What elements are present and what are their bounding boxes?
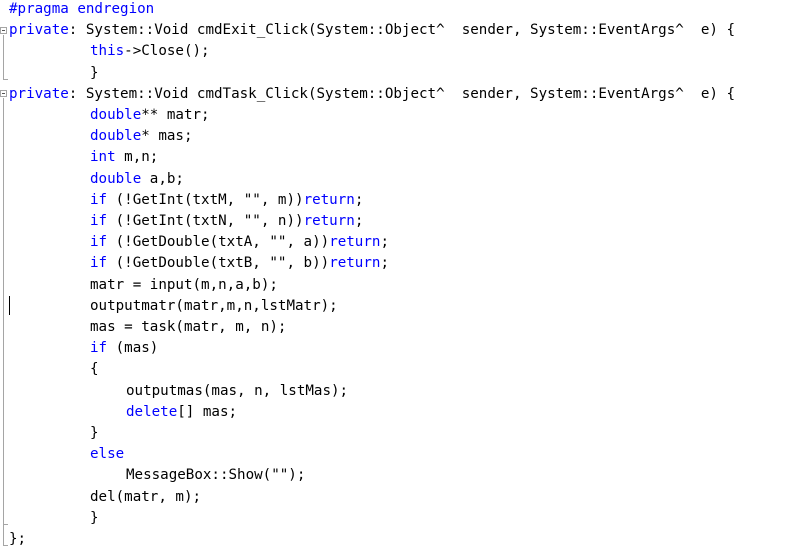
code-token: ; [380, 234, 389, 251]
code-token: } [90, 425, 99, 441]
outline-end-tick [3, 79, 8, 80]
code-token: m,n; [115, 149, 159, 166]
collapse-icon[interactable] [0, 90, 7, 97]
code-token: a,b; [141, 170, 184, 187]
outline-end-tick [3, 545, 8, 546]
code-token: ->Close(); [124, 43, 210, 60]
code-token: del(matr, m); [90, 488, 202, 505]
keyword-token: double [90, 170, 142, 187]
code-token: (!GetInt(txtM, "", m)) [107, 191, 304, 208]
keyword-token: double [90, 128, 142, 145]
text-caret [9, 296, 10, 315]
code-line[interactable]: double** matr; [90, 105, 210, 126]
code-line[interactable]: this->Close(); [90, 41, 210, 62]
code-line[interactable]: private: System::Void cmdExit_Click(Syst… [9, 20, 735, 41]
keyword-token: if [90, 340, 108, 357]
keyword-token: private [9, 85, 69, 102]
code-token: outputmatr(matr,m,n,lstMatr); [90, 297, 338, 314]
code-line[interactable]: matr = input(m,n,a,b); [90, 275, 278, 296]
code-token: : System::Void cmdExit_Click(System::Obj… [68, 22, 736, 39]
code-token: { [90, 361, 99, 378]
code-token: mas = task(matr, m, n); [90, 319, 287, 335]
code-line[interactable]: outputmatr(matr,m,n,lstMatr); [90, 296, 338, 317]
keyword-token: int [90, 149, 116, 166]
keyword-token: return [329, 255, 381, 272]
keyword-token: if [90, 213, 108, 229]
keyword-token: return [303, 191, 355, 208]
code-token: : System::Void cmdTask_Click(System::Obj… [68, 85, 736, 102]
code-line[interactable]: { [90, 359, 99, 380]
code-token: MessageBox::Show(""); [126, 467, 306, 484]
code-token: } [90, 64, 99, 81]
outline-end-tick [3, 524, 8, 525]
code-line[interactable]: if (!GetDouble(txtB, "", b))return; [90, 253, 389, 274]
keyword-token: if [90, 191, 108, 208]
code-line[interactable]: if (!GetDouble(txtA, "", a))return; [90, 232, 389, 253]
code-token: (!GetDouble(txtB, "", b)) [107, 255, 330, 272]
code-token: ; [380, 255, 389, 272]
code-line[interactable]: } [90, 63, 99, 84]
code-token: (mas) [107, 340, 159, 357]
keyword-token: this [90, 43, 125, 60]
code-line[interactable]: double* mas; [90, 126, 193, 147]
code-line[interactable]: if (!GetInt(txtN, "", n))return; [90, 211, 363, 232]
keyword-token: if [90, 234, 108, 251]
code-token: ** matr; [141, 107, 210, 123]
code-line[interactable]: }; [9, 529, 26, 550]
code-token: outputmas(mas, n, lstMas); [126, 382, 349, 399]
code-line[interactable]: private: System::Void cmdTask_Click(Syst… [9, 84, 735, 105]
code-token: matr = input(m,n,a,b); [90, 276, 278, 293]
keyword-token: else [90, 446, 125, 463]
code-token: (!GetDouble(txtA, "", a)) [107, 234, 330, 251]
code-line[interactable]: else [90, 444, 124, 465]
code-line[interactable]: int m,n; [90, 147, 158, 168]
code-line[interactable]: outputmas(mas, n, lstMas); [126, 381, 348, 402]
collapse-icon[interactable] [0, 27, 7, 34]
code-line[interactable]: #pragma endregion [9, 0, 154, 20]
keyword-token: double [90, 107, 142, 123]
code-line[interactable]: del(matr, m); [90, 487, 201, 508]
keyword-token: #pragma endregion [9, 1, 155, 17]
outline-line [3, 98, 4, 524]
code-line[interactable]: } [90, 423, 99, 444]
outline-line [3, 35, 4, 79]
code-line[interactable]: if (!GetInt(txtM, "", m))return; [90, 190, 363, 211]
code-line[interactable]: double a,b; [90, 169, 184, 190]
code-token: [] mas; [177, 403, 238, 420]
code-token: }; [9, 531, 27, 547]
keyword-token: delete [126, 403, 178, 420]
code-line[interactable]: delete[] mas; [126, 402, 237, 423]
code-token: ; [354, 213, 364, 229]
code-token: * mas; [141, 128, 193, 145]
keyword-token: return [329, 234, 381, 251]
code-token: ; [354, 191, 364, 208]
keyword-token: if [90, 255, 108, 272]
code-line[interactable]: MessageBox::Show(""); [126, 465, 305, 486]
code-line[interactable]: } [90, 508, 99, 529]
code-token: } [90, 509, 99, 526]
keyword-token: return [303, 213, 355, 229]
code-line[interactable]: mas = task(matr, m, n); [90, 317, 286, 338]
outline-line [3, 525, 4, 545]
code-token: (!GetInt(txtN, "", n)) [107, 213, 304, 229]
code-line[interactable]: if (mas) [90, 338, 158, 359]
keyword-token: private [9, 22, 69, 39]
